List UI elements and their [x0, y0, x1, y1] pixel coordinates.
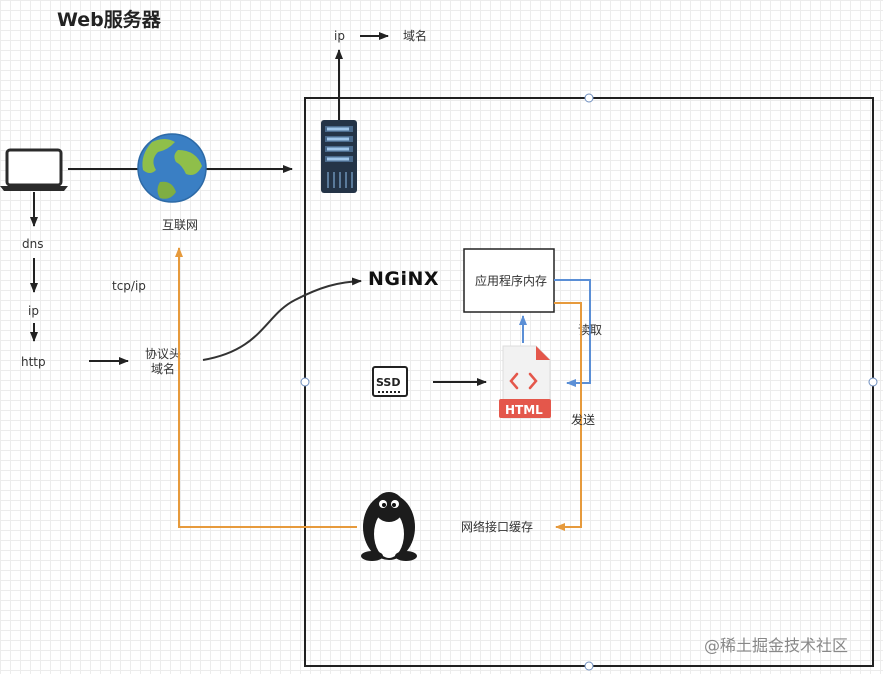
resize-handle-bottom[interactable] — [584, 661, 594, 671]
label-network-cache: 网络接口缓存 — [461, 519, 533, 534]
label-ip-top: ip — [334, 29, 345, 43]
label-internet: 互联网 — [162, 218, 198, 232]
label-app-memory: 应用程序内存 — [475, 273, 547, 288]
resize-handle-top[interactable] — [584, 93, 594, 103]
html-file-icon: HTML — [499, 345, 551, 419]
globe-icon — [137, 133, 207, 203]
arrow-read-loop — [554, 279, 591, 387]
ssd-icon: SSD — [372, 366, 408, 397]
label-domain-name: 域名 — [151, 361, 175, 376]
arrow-send-to-network-cache — [554, 302, 582, 531]
laptop-icon — [0, 148, 68, 191]
app-memory-box — [463, 248, 555, 313]
server-icon — [321, 120, 357, 193]
label-read: 读取 — [578, 323, 602, 337]
watermark: @稀土掘金技术社区 — [704, 636, 848, 655]
label-domain-top: 域名 — [403, 28, 427, 43]
html-file-label: HTML — [505, 403, 543, 417]
label-ip-left: ip — [28, 304, 39, 318]
linux-penguin-icon — [361, 492, 417, 561]
arrow-network-to-internet — [175, 247, 357, 528]
label-protocol-header: 协议头 — [145, 346, 181, 361]
label-send: 发送 — [571, 412, 595, 427]
nginx-logo: NGiNX — [368, 268, 439, 290]
label-tcpip: tcp/ip — [112, 279, 146, 293]
ssd-icon-label: SSD — [376, 376, 400, 389]
resize-handle-left[interactable] — [300, 377, 310, 387]
resize-handle-right[interactable] — [868, 377, 878, 387]
label-dns: dns — [22, 237, 43, 251]
arrow-header-to-nginx — [202, 277, 362, 361]
diagram-title: Web服务器 — [57, 8, 162, 31]
label-http: http — [21, 355, 46, 369]
